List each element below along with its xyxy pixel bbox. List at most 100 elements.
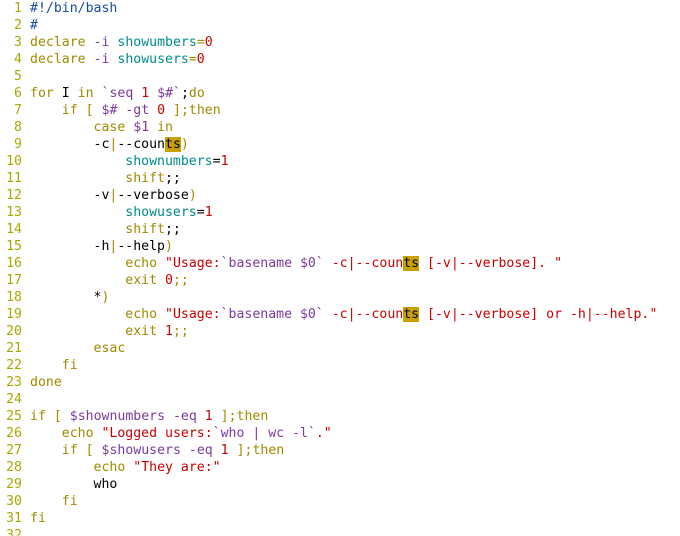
code-text: -v|--verbose) — [30, 188, 197, 203]
code-token: fi — [30, 511, 46, 526]
code-token — [62, 409, 70, 424]
code-token — [157, 307, 165, 322]
code-token: ) — [180, 137, 189, 152]
code-line: 28 echo "They are:" — [0, 459, 221, 476]
code-token: 1 — [220, 443, 229, 458]
code-token — [30, 171, 125, 186]
code-token — [149, 120, 157, 135]
code-token — [149, 86, 157, 101]
code-token: # — [30, 18, 38, 33]
code-token — [94, 86, 102, 101]
code-token — [86, 52, 94, 67]
code-token: 0 — [165, 273, 173, 288]
code-token: -i — [93, 35, 110, 50]
code-text: echo "Usage:`basename $0` -c|--counts [-… — [30, 256, 562, 271]
code-token — [30, 426, 62, 441]
code-text: case $1 in — [30, 120, 173, 135]
code-token: esac — [93, 341, 126, 356]
code-token: exit — [125, 273, 158, 288]
code-token: $#` — [157, 86, 181, 101]
code-token: if — [30, 409, 46, 424]
code-token: [ — [85, 443, 94, 458]
code-token: `basename $0` — [220, 256, 324, 271]
line-number: 22 — [6, 358, 22, 373]
code-token: "Logged users: — [101, 426, 213, 441]
code-token: -c — [30, 137, 110, 152]
code-line: 11 shift;; — [0, 170, 181, 187]
line-number: 7 — [14, 103, 22, 118]
code-token: for — [30, 86, 54, 101]
code-token — [30, 103, 62, 118]
code-line: 2# — [0, 17, 38, 34]
line-number: 26 — [6, 426, 22, 441]
code-token — [78, 103, 86, 118]
code-token: $showusers — [101, 443, 181, 458]
code-text: # — [30, 18, 38, 33]
code-token: echo — [125, 307, 158, 322]
code-token — [30, 205, 125, 220]
code-token: "They are:" — [133, 460, 221, 475]
line-number: 30 — [6, 494, 22, 509]
code-token: [-v|--verbose] or -h|--help." — [419, 307, 658, 322]
line-number: 8 — [14, 120, 22, 135]
code-token — [30, 256, 125, 271]
code-token — [30, 120, 94, 135]
code-token: ];then — [236, 443, 285, 458]
code-token: ) — [165, 239, 173, 254]
line-number: 23 — [6, 375, 22, 390]
code-text: for I in `seq 1 $#`;do — [30, 86, 205, 101]
code-token: $1 — [133, 120, 150, 135]
line-number: 2 — [14, 18, 22, 33]
code-token: fi — [61, 358, 78, 373]
code-token — [94, 103, 102, 118]
code-token — [78, 443, 86, 458]
code-text: if [ $shownumbers -eq 1 ];then — [30, 409, 268, 424]
line-number: 17 — [6, 273, 22, 288]
line-number: 1 — [14, 1, 22, 16]
code-token: `who | wc -l` — [212, 426, 316, 441]
code-token: -v — [30, 188, 110, 203]
code-token: -i — [93, 52, 110, 67]
code-token — [30, 443, 62, 458]
code-token: [ — [53, 409, 62, 424]
code-token: ];then — [220, 409, 269, 424]
line-number: 12 — [6, 188, 22, 203]
code-token: `seq — [101, 86, 134, 101]
code-token — [157, 256, 165, 271]
code-token: "Usage: — [165, 307, 221, 322]
code-token: -h — [30, 239, 110, 254]
code-token: = — [196, 205, 205, 220]
code-text: exit 0;; — [30, 273, 189, 288]
code-token: 0 — [196, 52, 205, 67]
code-token: [ — [85, 103, 94, 118]
code-token: | — [109, 137, 118, 152]
code-token: who — [30, 477, 118, 492]
line-number: 9 — [14, 137, 22, 152]
line-number: 20 — [6, 324, 22, 339]
code-token: [-v|--verbose]. " — [419, 256, 563, 271]
code-token — [30, 460, 94, 475]
code-token — [30, 307, 125, 322]
code-token: --coun — [117, 137, 165, 152]
code-line: 12 -v|--verbose) — [0, 187, 197, 204]
code-token: ;; — [172, 324, 189, 339]
code-token — [213, 443, 221, 458]
code-text: shift;; — [30, 222, 181, 237]
line-number: 31 — [6, 511, 22, 526]
code-text: echo "They are:" — [30, 460, 221, 475]
code-token: echo — [125, 256, 158, 271]
code-token: -c|--coun — [323, 256, 404, 271]
code-token — [157, 273, 165, 288]
line-number: 14 — [6, 222, 22, 237]
code-text: shift;; — [30, 171, 181, 186]
code-token: showusers — [117, 52, 189, 67]
line-number: 4 — [14, 52, 22, 67]
code-token — [229, 443, 237, 458]
code-token: = — [212, 154, 221, 169]
code-token — [30, 273, 125, 288]
line-number: 27 — [6, 443, 22, 458]
code-token — [30, 494, 62, 509]
code-text: esac — [30, 341, 126, 356]
code-token: 1 — [220, 154, 229, 169]
